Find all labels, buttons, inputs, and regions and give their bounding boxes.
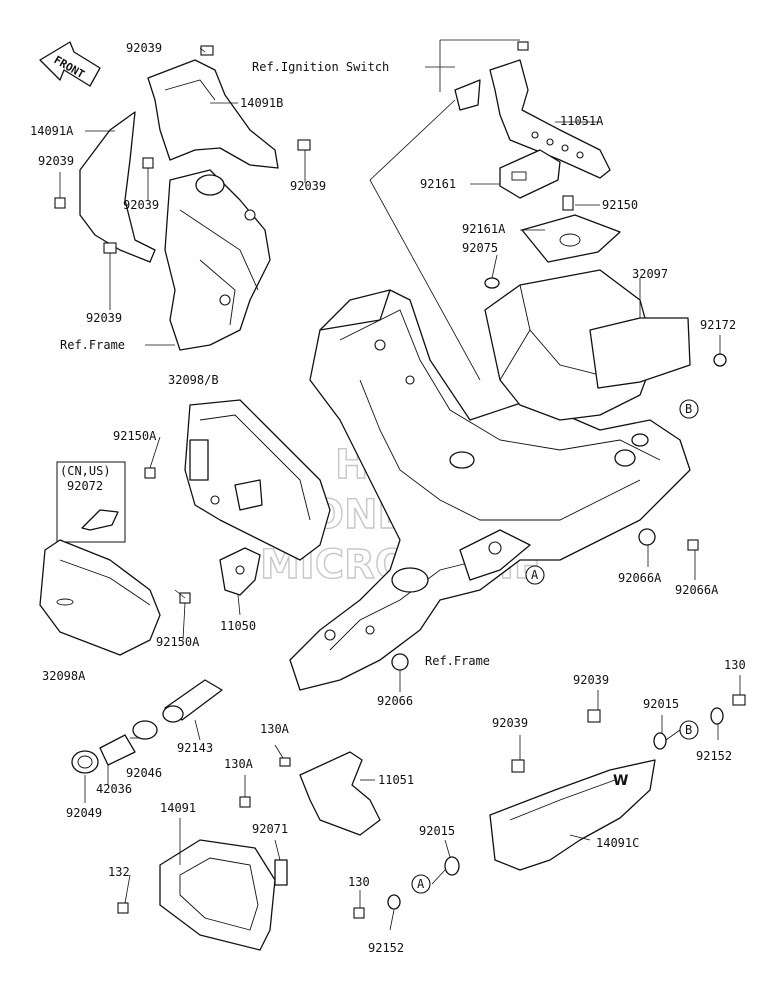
- label-92049: 92049: [66, 806, 102, 820]
- label-92172: 92172: [700, 318, 736, 332]
- part-92161: [499, 149, 561, 199]
- bolts-92066a: [638, 528, 699, 551]
- label-92066a-2: 92066A: [675, 583, 719, 597]
- label-130a-1: 130A: [260, 722, 290, 736]
- label-32097: 32097: [632, 267, 668, 281]
- label-92046: 92046: [126, 766, 162, 780]
- frame-left-detail: [164, 169, 271, 351]
- leader-lines: [59, 39, 741, 931]
- label-14091c: 14091C: [596, 836, 639, 850]
- callout-b-top: B: [679, 399, 699, 419]
- label-92152-r: 92152: [696, 749, 732, 763]
- callout-b-right: B: [679, 720, 699, 740]
- part-14091: [117, 839, 288, 951]
- part-32098a: [39, 539, 161, 656]
- label-92071: 92071: [252, 822, 288, 836]
- label-11050: 11050: [220, 619, 256, 633]
- cnus-box: (CN,US) 92072: [56, 461, 126, 543]
- label-ref-frame-center: Ref.Frame: [425, 654, 490, 668]
- label-92039-r1: 92039: [573, 673, 609, 687]
- label-14091a: 14091A: [30, 124, 74, 138]
- label-130-bot: 130: [348, 875, 370, 889]
- label-11051: 11051: [378, 773, 414, 787]
- label-ref-frame-left: Ref.Frame: [60, 338, 125, 352]
- label-14091b: 14091B: [240, 96, 283, 110]
- label-32098b: 32098/B: [168, 373, 219, 387]
- label-92152-bot: 92152: [368, 941, 404, 955]
- label-132: 132: [108, 865, 130, 879]
- part-14091c: W: [489, 759, 656, 871]
- label-92150: 92150: [602, 198, 638, 212]
- label-92161a: 92161A: [462, 222, 506, 236]
- part-11051a: [454, 41, 611, 179]
- callout-a-bottom-label: A: [417, 877, 425, 891]
- right-small-parts: [353, 694, 746, 919]
- svg-text:W: W: [613, 773, 628, 789]
- part-92066: [391, 653, 409, 671]
- label-92072: 92072: [67, 479, 103, 493]
- frame-main: [289, 289, 691, 691]
- label-92039-left2: 92039: [86, 311, 122, 325]
- label-ref-ignition: Ref.Ignition Switch: [252, 60, 389, 74]
- label-42036: 42036: [96, 782, 132, 796]
- label-92039-top: 92039: [126, 41, 162, 55]
- label-92015-b: 92015: [419, 824, 455, 838]
- part-14091a: [79, 111, 156, 263]
- label-92066: 92066: [377, 694, 413, 708]
- bolts-92150a: [144, 467, 191, 604]
- label-130-right: 130: [724, 658, 746, 672]
- label-92066a-1: 92066A: [618, 571, 662, 585]
- label-92039-mid: 92039: [123, 198, 159, 212]
- pivot-set: [71, 679, 223, 774]
- part-11050: [219, 547, 261, 596]
- callout-b-right-label: B: [685, 723, 692, 737]
- label-92039-r2: 92039: [492, 716, 528, 730]
- label-32098a: 32098A: [42, 669, 86, 683]
- label-92150a-top: 92150A: [113, 429, 157, 443]
- cnus-note: (CN,US): [60, 464, 111, 478]
- callout-a-bottom: A: [411, 874, 431, 894]
- callout-a-mid: A: [525, 565, 545, 585]
- label-92015-r: 92015: [643, 697, 679, 711]
- callouts: B A B A: [411, 399, 699, 894]
- label-92039-left1: 92039: [38, 154, 74, 168]
- label-92150a-bot: 92150A: [156, 635, 200, 649]
- label-11051a: 11051A: [560, 114, 604, 128]
- label-92143: 92143: [177, 741, 213, 755]
- callout-b-top-label: B: [685, 402, 692, 416]
- label-92161: 92161: [420, 177, 456, 191]
- part-labels: 92039 14091B 14091A 92039 92039 92039 92…: [30, 41, 746, 955]
- part-32098b: [184, 399, 331, 561]
- label-92039-right: 92039: [290, 179, 326, 193]
- label-92075: 92075: [462, 241, 498, 255]
- callout-a-mid-label: A: [531, 568, 539, 582]
- front-arrow-icon: FRONT: [39, 41, 101, 87]
- label-130a-2: 130A: [224, 757, 254, 771]
- part-14091b: [147, 59, 279, 169]
- label-14091: 14091: [160, 801, 196, 815]
- part-92161a: [521, 195, 621, 263]
- part-32097: [484, 269, 727, 421]
